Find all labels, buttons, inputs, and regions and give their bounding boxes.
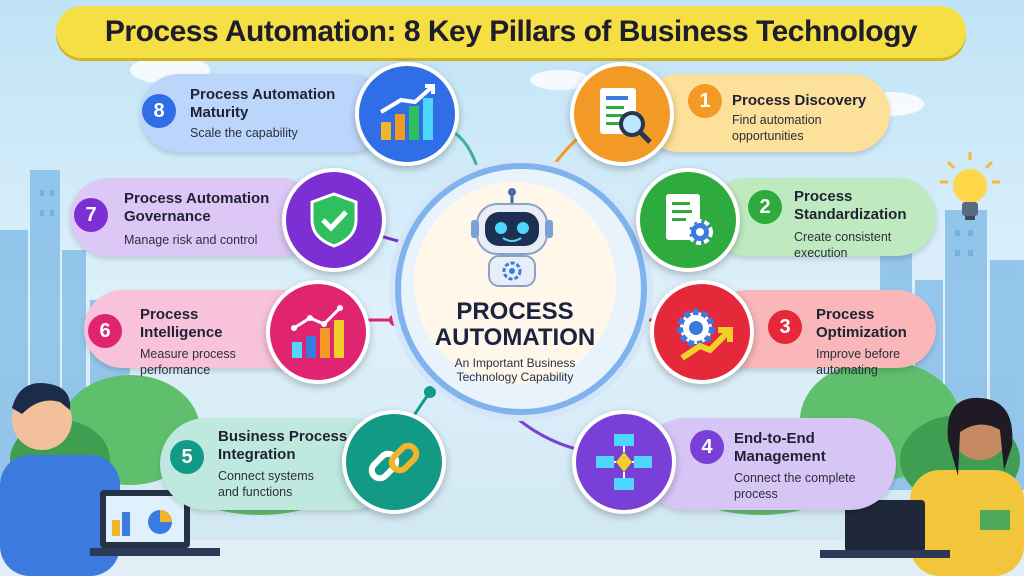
pillar-title-3-line1: Process — [816, 306, 875, 323]
pillar-card-1 — [640, 74, 890, 152]
pillar-title-2-line2: Standardization — [794, 206, 907, 223]
pillar-number-badge-2: 2 — [748, 190, 782, 224]
pillar-icon-3 — [650, 280, 754, 384]
pillar-number-badge-8: 8 — [142, 94, 176, 128]
pillar-desc-3-line1: Improve before — [816, 347, 901, 361]
pillar-number-badge-5: 5 — [170, 440, 204, 474]
pillar-title-8-line2: Maturity — [190, 104, 249, 121]
pillar-title-6-line2: Intelligence — [140, 324, 223, 341]
pillar-title-7-line1: Process Automation — [124, 190, 270, 207]
pillar-desc-5-line2: and functions — [218, 485, 293, 499]
hub-subtitle-line2: Technology Capability — [456, 370, 574, 384]
pillar-icon-2 — [636, 168, 740, 272]
shield-check-icon — [310, 192, 358, 248]
pillar-title-8-line1: Process Automation — [190, 86, 336, 103]
pillar-title-5-line1: Business Process — [218, 428, 348, 445]
pillar-desc-2-line2: execution — [794, 246, 848, 260]
pillar-desc-1-line1: Find automation — [732, 113, 822, 127]
pillar-icon-4 — [572, 410, 676, 514]
pillar-desc-7-line1: Manage risk and control — [124, 233, 258, 247]
hub-title-line1: PROCESS — [456, 298, 574, 325]
pillar-number-badge-3: 3 — [768, 310, 802, 344]
pillar-card-8 — [140, 74, 390, 152]
hub-subtitle-line1: An Important Business — [454, 356, 576, 370]
person-right-illustration — [820, 397, 1024, 576]
pillar-number-badge-1: 1 — [688, 84, 722, 118]
pillar-desc-8-line1: Scale the capability — [190, 126, 298, 140]
pillar-icon-1 — [570, 62, 674, 166]
lightbulb-icon — [940, 152, 1000, 220]
pillar-number-badge-6: 6 — [88, 314, 122, 348]
pillar-title-7-line2: Governance — [124, 208, 211, 225]
pillar-title-6-line1: Process — [140, 306, 199, 323]
document-gear-icon — [666, 194, 713, 245]
gear-arrow-icon — [677, 309, 733, 361]
pillar-title-4-line1: End-to-End — [734, 430, 815, 447]
pillar-card-2 — [708, 178, 936, 256]
pillar-icon-5 — [342, 410, 446, 514]
pillar-desc-4-line2: process — [734, 487, 778, 501]
pillar-card-4 — [640, 418, 896, 510]
pillar-card-7 — [70, 178, 320, 256]
pillar-desc-3-line2: automating — [816, 363, 878, 377]
pillar-number-badge-4: 4 — [690, 430, 724, 464]
pillar-icon-7 — [282, 168, 386, 272]
pillar-number-badge-7: 7 — [74, 198, 108, 232]
hub-title-line2: AUTOMATION — [434, 324, 596, 351]
pillar-icon-8 — [355, 62, 459, 166]
growth-chart-icon — [379, 84, 435, 140]
pillar-icon-6 — [266, 280, 370, 384]
bar-chart-icon — [291, 305, 344, 358]
pillar-title-1: Process Discovery — [732, 92, 867, 109]
pillar-desc-6-line2: performance — [140, 363, 211, 377]
pillar-title-4-line2: Management — [734, 448, 826, 465]
page-title: Process Automation: 8 Key Pillars of Bus… — [104, 15, 918, 48]
robot-icon — [471, 188, 553, 287]
pillar-title-2-line1: Process — [794, 188, 853, 205]
document-search-icon — [600, 88, 652, 144]
chain-link-icon — [368, 442, 420, 482]
pillar-desc-6-line1: Measure process — [140, 347, 236, 361]
flowchart-icon — [596, 434, 652, 490]
title-banner: Process Automation: 8 Key Pillars of Bus… — [56, 6, 966, 58]
pillar-title-5-line2: Integration — [218, 446, 296, 463]
person-left-illustration — [0, 383, 220, 576]
pillar-title-3-line2: Optimization — [816, 324, 907, 341]
pillar-desc-5-line1: Connect systems — [218, 469, 314, 483]
pillar-desc-4-line1: Connect the complete — [734, 471, 856, 485]
pillar-desc-2-line1: Create consistent — [794, 230, 892, 244]
pillar-desc-1-line2: opportunities — [732, 129, 804, 143]
